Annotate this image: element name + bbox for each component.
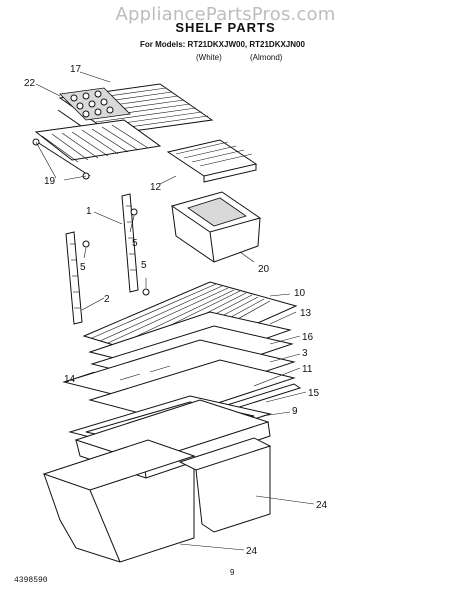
callout-3: 3 (302, 348, 308, 359)
variant-white: (White) (196, 53, 222, 62)
callout-16: 16 (302, 332, 314, 343)
callout-5c: 5 (141, 260, 147, 271)
model-numbers: For Models: RT21DKXJW00, RT21DKXJN00 (140, 40, 305, 49)
callout-11: 11 (302, 364, 313, 375)
callout-9: 9 (292, 406, 298, 417)
callout-5a: 5 (132, 238, 138, 249)
callout-10: 10 (294, 288, 306, 299)
callout-13: 13 (300, 308, 312, 319)
leader-lines (35, 71, 315, 551)
callout-19: 19 (44, 176, 56, 187)
screw-5-b (82, 240, 90, 248)
callout-17: 17 (70, 64, 82, 75)
callout-14: 14 (64, 374, 76, 385)
callout-2: 2 (104, 294, 110, 305)
ladder-rail-2 (65, 231, 83, 325)
drawer-20 (170, 191, 262, 263)
callout-24b: 24 (246, 546, 258, 557)
callout-20: 20 (258, 264, 270, 275)
callout-1: 1 (86, 206, 92, 217)
diagram-title: SHELF PARTS (175, 20, 276, 35)
crisper-pan-24-right (178, 437, 272, 533)
site-watermark: AppliancePartsPros.com (115, 4, 336, 25)
tray-12 (166, 139, 258, 183)
callout-5b: 5 (80, 262, 86, 273)
page-number: 9 (230, 568, 235, 577)
variant-almond: (Almond) (250, 53, 283, 62)
shelf-frame (34, 119, 162, 163)
document-number: 4398590 (14, 576, 48, 585)
callout-12: 12 (150, 182, 162, 193)
crisper-pan-24-left (42, 439, 196, 563)
ladder-rail-1 (121, 193, 139, 293)
callout-24a: 24 (316, 500, 328, 511)
screw-5-c (142, 288, 150, 296)
callout-22: 22 (24, 78, 36, 89)
egg-tray-22 (59, 87, 131, 121)
screw-5-a (130, 208, 138, 216)
callout-15: 15 (308, 388, 320, 399)
